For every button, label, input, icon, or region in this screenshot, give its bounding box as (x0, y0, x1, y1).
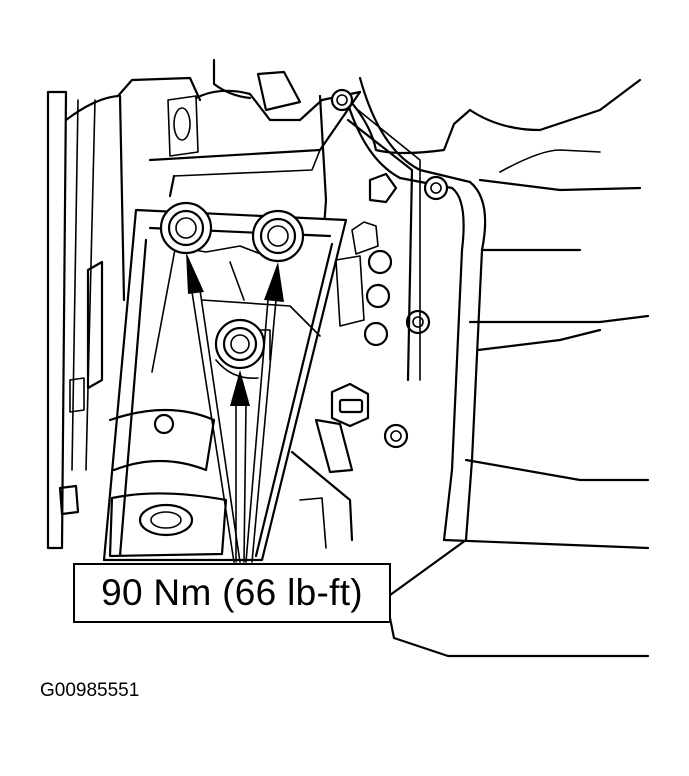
right-flange (330, 76, 650, 658)
bolt-upper-left (159, 201, 213, 255)
arrow-to-upper-right-bolt (245, 262, 284, 563)
arrow-to-center-bolt (230, 370, 250, 563)
arrow-to-upper-left-bolt (186, 252, 241, 563)
figure-id-label: G00985551 (40, 680, 140, 701)
leader-arrows (186, 252, 284, 563)
torque-callout-box: 90 Nm (66 lb-ft) (73, 563, 391, 623)
valve-body-fasteners (290, 109, 421, 549)
bolt-center (214, 318, 266, 370)
torque-callout-text: 90 Nm (66 lb-ft) (101, 572, 363, 613)
left-housing (46, 76, 202, 550)
bolt-upper-right (251, 209, 305, 263)
bracket-bolts (159, 201, 305, 370)
